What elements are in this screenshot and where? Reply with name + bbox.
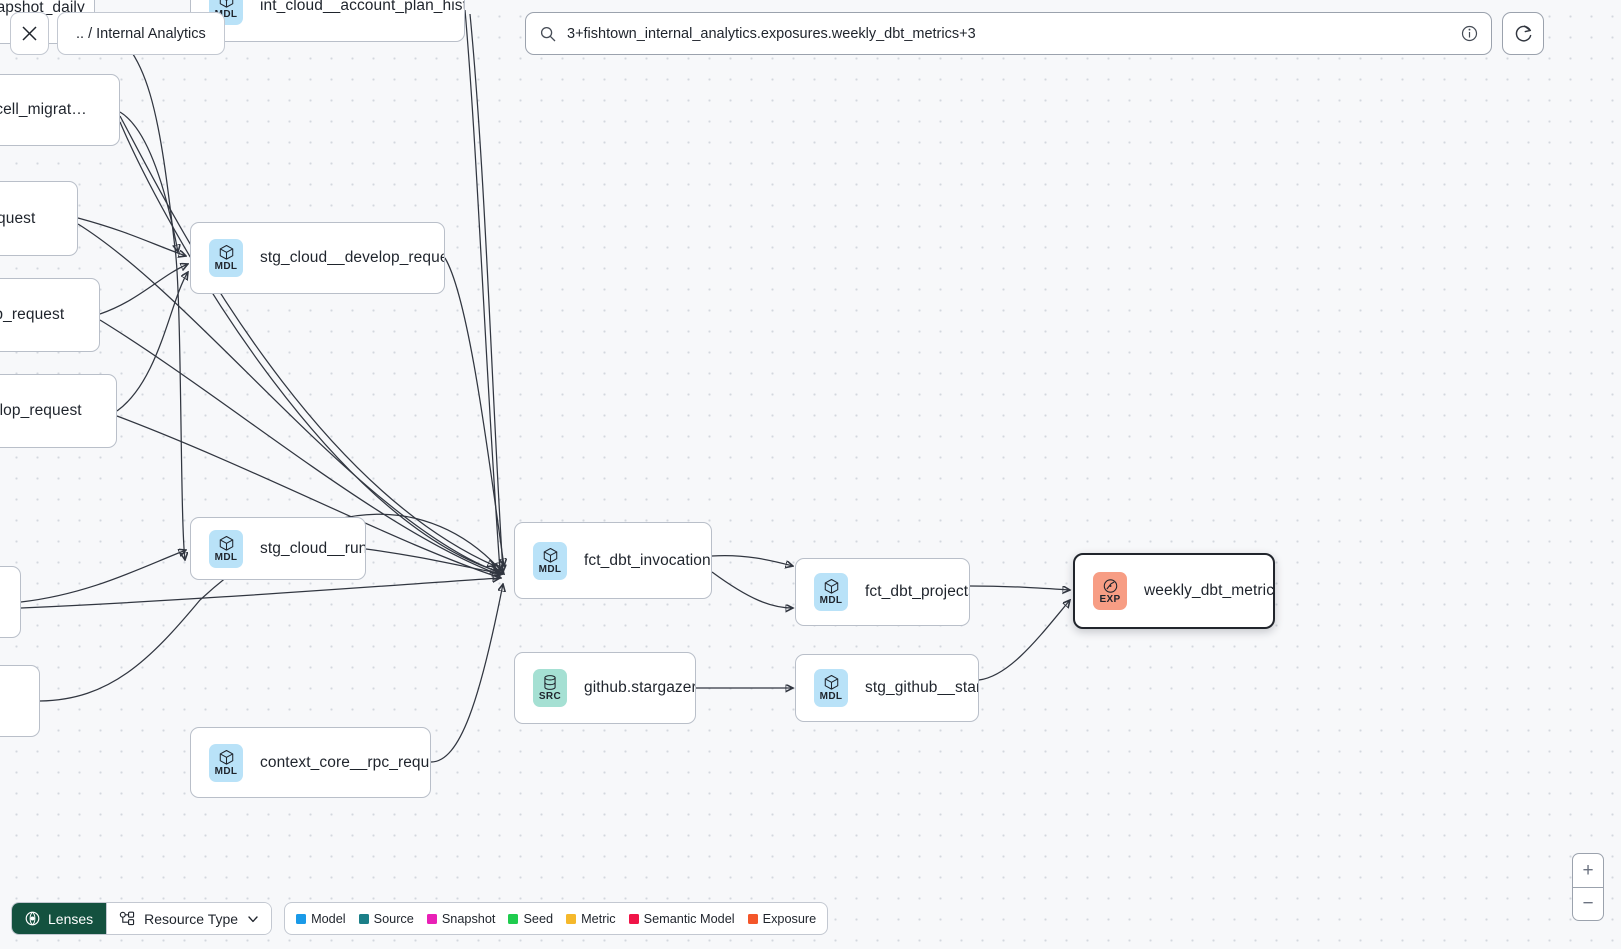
legend-label: Semantic Model: [643, 911, 735, 926]
graph-node-label: stg_cloud__develop_requests: [260, 249, 444, 266]
graph-node[interactable]: MDL fct_dbt_invocations: [514, 522, 712, 599]
lineage-edge: [444, 257, 504, 566]
graph-node-label: …develop_request: [0, 402, 82, 419]
graph-node[interactable]: MDL…n: [0, 566, 21, 638]
legend-item[interactable]: Seed: [508, 912, 553, 926]
lineage-edge: [119, 111, 178, 252]
lenses-label: Lenses: [48, 910, 94, 927]
legend-item[interactable]: Metric: [566, 912, 616, 926]
zoom-controls: + −: [1572, 853, 1604, 921]
resource-type-button[interactable]: Resource Type: [106, 903, 272, 934]
search-input[interactable]: [567, 25, 1450, 42]
legend-item[interactable]: Source: [358, 911, 414, 926]
breadcrumb-label: .. / Internal Analytics: [76, 25, 206, 42]
lineage-edge: [99, 264, 188, 315]
legend-item[interactable]: Exposure: [747, 911, 817, 926]
mdl-badge-icon: MDL: [209, 529, 243, 568]
lineage-edge: [430, 584, 503, 763]
graph-node-label: …p_request: [0, 209, 36, 227]
graph-node-label: fct_dbt_invocations: [584, 551, 712, 569]
mdl-badge-icon: MDL: [814, 573, 848, 611]
graph-node-label: github.stargazers: [584, 679, 696, 696]
graph-node[interactable]: MDL….run: [0, 665, 40, 737]
graph-node-label: fct_dbt_projects: [865, 583, 970, 600]
filter-controls: Lenses Resource Type: [11, 902, 273, 935]
resource-type-label: Resource Type: [144, 910, 239, 927]
graph-node[interactable]: MDL stg_cloud__develop_requests: [190, 222, 445, 294]
search-bar[interactable]: [525, 12, 1492, 55]
src-badge-icon: SRC: [533, 669, 567, 707]
lineage-edge: [119, 115, 495, 566]
graph-node[interactable]: MDLmulticell_migrat…: [0, 74, 120, 146]
lineage-edge: [365, 548, 503, 574]
mdl-badge-icon: MDL: [209, 743, 243, 782]
exp-badge-icon: EXP: [1093, 572, 1127, 610]
legend-label: Seed: [523, 911, 554, 926]
lineage-edge: [20, 550, 186, 603]
graph-node[interactable]: MDL stg_cloud__runs: [190, 517, 366, 580]
graph-node[interactable]: SRC github.stargazers: [514, 652, 696, 724]
graph-node-label: stg_github__stars: [865, 679, 979, 696]
lineage-edge: [978, 600, 1070, 681]
lineage-edge: [119, 121, 500, 572]
close-icon: [22, 26, 37, 41]
lineage-edge: [116, 272, 188, 412]
close-button[interactable]: [10, 12, 49, 55]
legend-label: Metric: [581, 911, 616, 926]
breadcrumb[interactable]: .. / Internal Analytics: [57, 12, 225, 55]
zoom-out-button[interactable]: −: [1573, 887, 1603, 920]
graph-node-label: int_cloud__account_plan_history: [260, 0, 464, 14]
graph-node-label: stg_cloud__runs: [260, 539, 366, 557]
lineage-edge: [77, 217, 186, 256]
legend-swatch: [426, 913, 437, 924]
lenses-button[interactable]: Lenses: [12, 903, 107, 934]
legend-swatch: [628, 913, 639, 924]
legend-item[interactable]: Snapshot: [426, 911, 496, 926]
legend-item[interactable]: Semantic Model: [628, 911, 735, 926]
legend-swatch: [747, 913, 758, 924]
resource-type-legend: Model Source Snapshot Seed Metric Semantic Mo…: [284, 902, 829, 935]
legend-label: Source: [373, 911, 414, 926]
graph-toolbar: Lenses Resource Type Model Source Snapshot…: [11, 902, 829, 935]
refresh-icon: [1515, 25, 1531, 42]
legend-swatch: [358, 913, 369, 924]
lineage-edge: [464, 9, 500, 570]
graph-node-label: …velop_request: [0, 306, 65, 323]
mdl-badge-icon: MDL: [209, 239, 243, 277]
graph-node[interactable]: MDL fct_dbt_projects: [795, 558, 970, 626]
legend-label: Exposure: [762, 911, 817, 926]
refresh-button[interactable]: [1502, 12, 1544, 55]
lineage-edge: [711, 571, 793, 608]
graph-node[interactable]: MDL stg_github__stars: [795, 654, 979, 722]
mdl-badge-icon: MDL: [814, 669, 848, 707]
graph-node-label: context_core__rpc_request: [260, 753, 430, 771]
legend-swatch: [566, 913, 577, 924]
lineage-edge: [711, 555, 793, 566]
legend-label: Snapshot: [441, 911, 496, 926]
mdl-badge-icon: MDL: [533, 541, 567, 580]
graph-node-label: weekly_dbt_metrics: [1144, 582, 1275, 599]
chevron-down-icon: [248, 915, 258, 922]
search-icon: [540, 26, 556, 41]
zoom-in-button[interactable]: +: [1582, 859, 1594, 881]
lineage-edge: [969, 585, 1070, 590]
graph-node[interactable]: MDL…velop_request: [0, 278, 100, 352]
legend-label: Model: [311, 911, 346, 926]
graph-node[interactable]: EXP weekly_dbt_metrics: [1073, 553, 1275, 629]
hierarchy-icon: [119, 911, 135, 926]
legend-swatch: [508, 913, 519, 924]
graph-node-label: multicell_migrat…: [0, 101, 87, 118]
legend-swatch: [296, 913, 307, 924]
lineage-edge: [20, 578, 500, 609]
info-icon[interactable]: [1461, 25, 1478, 42]
lens-icon: [25, 911, 40, 926]
graph-node[interactable]: MDL…p_request: [0, 181, 78, 256]
graph-node[interactable]: MDL context_core__rpc_request: [190, 727, 431, 798]
graph-node[interactable]: MDL…develop_request: [0, 374, 117, 448]
lineage-edge: [469, 13, 503, 572]
legend-item[interactable]: Model: [296, 912, 346, 926]
